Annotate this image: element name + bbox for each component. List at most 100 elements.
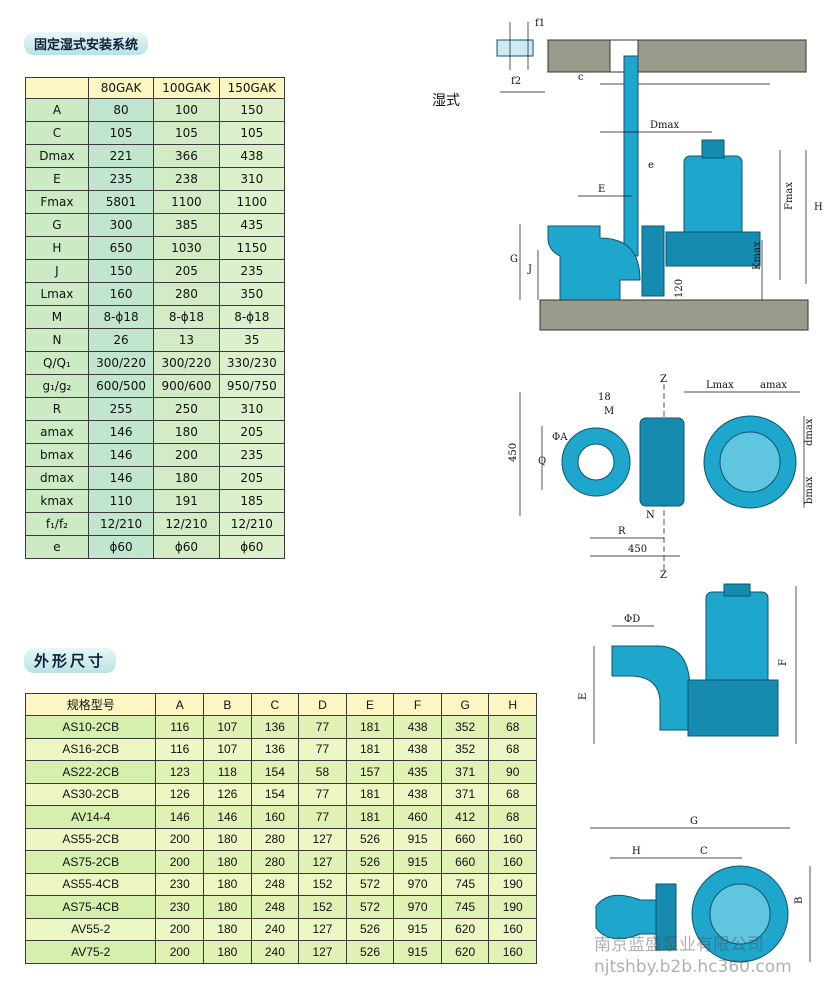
value-cell: 77	[298, 782, 347, 806]
value-cell: 180	[203, 895, 252, 919]
pump-top-drawing: G H C B	[590, 816, 811, 963]
value-cell: 230	[155, 872, 205, 896]
value-cell: 200	[155, 940, 205, 964]
row-parameter-cell: f₁/f₂	[25, 512, 89, 536]
watermark: 南京蓝盛泵业有限公司 njtshby.b2b.hc360.com	[594, 934, 792, 978]
label-z-bottom: Z	[660, 570, 667, 581]
value-cell: 77	[298, 737, 347, 761]
pump-top-flange-shape	[655, 883, 677, 951]
value-cell: 150	[218, 98, 286, 122]
model-name-cell: AS10-2CB	[24, 715, 157, 739]
row-parameter-cell: kmax	[25, 489, 89, 513]
value-cell: 107	[203, 737, 252, 761]
value-cell: 900/600	[153, 374, 220, 398]
row-parameter-cell: dmax	[25, 466, 89, 490]
value-cell: 1100	[153, 190, 220, 214]
row-parameter-cell: A	[25, 98, 89, 122]
wet-type-label: 湿式	[432, 93, 460, 109]
model-name-cell: AV75-2	[24, 940, 157, 964]
pump-top-inner-shape	[719, 431, 781, 493]
table-header-cell: H	[488, 693, 537, 716]
value-cell: 235	[87, 167, 155, 191]
inlet-bore-shape	[577, 443, 615, 481]
value-cell: 68	[488, 805, 537, 829]
label-18: 18	[598, 392, 611, 403]
value-cell: 310	[218, 167, 286, 191]
label-F: F	[778, 659, 789, 666]
label-N: N	[646, 510, 655, 521]
value-cell: 526	[345, 940, 395, 964]
row-parameter-cell: E	[25, 167, 89, 191]
table-header-cell: A	[155, 693, 205, 716]
value-cell: 127	[298, 917, 347, 941]
table-header-cell: F	[393, 693, 442, 716]
value-cell: 180	[203, 940, 252, 964]
side-view-drawing: f1 f2 c Dmax e E Fmax H G J Kmax 120	[496, 18, 823, 331]
value-cell: 146	[87, 443, 155, 467]
value-cell: 68	[488, 782, 537, 806]
pump-front-drawing: ΦD E F	[578, 583, 797, 744]
section-title-outline-dimensions: 外形尺寸	[24, 648, 117, 673]
label-R: R	[618, 526, 626, 537]
model-name-cell: AS75-2CB	[24, 850, 157, 874]
label-450-vertical: 450	[508, 443, 519, 462]
label-H: H	[814, 202, 823, 213]
value-cell: 460	[393, 805, 442, 829]
label-kmax: Kmax	[752, 241, 763, 270]
value-cell: 412	[440, 805, 490, 829]
label-E-front: E	[578, 693, 589, 700]
value-cell: 160	[488, 917, 537, 941]
value-cell: 110	[87, 489, 155, 513]
value-cell: 620	[440, 917, 490, 941]
value-cell: 160	[250, 805, 300, 829]
value-cell: 221	[87, 144, 155, 168]
value-cell: 435	[218, 213, 286, 237]
model-name-cell: AS75-4CB	[24, 895, 157, 919]
value-cell: 250	[153, 397, 220, 421]
value-cell: 185	[218, 489, 286, 513]
label-C-bottom: C	[700, 846, 708, 857]
pump-base-shape	[665, 231, 761, 267]
value-cell: 300	[87, 213, 155, 237]
pump-front-volute-shape	[687, 679, 779, 737]
value-cell: 300/220	[153, 351, 220, 375]
value-cell: 280	[153, 282, 220, 306]
value-cell: 1100	[218, 190, 286, 214]
value-cell: 191	[153, 489, 220, 513]
table-header-cell: E	[345, 693, 395, 716]
ceiling-slab-shape	[547, 39, 807, 73]
value-cell: 300/220	[87, 351, 155, 375]
value-cell: 970	[393, 895, 442, 919]
value-cell: 5801	[87, 190, 155, 214]
model-name-cell: AV14-4	[24, 805, 157, 829]
value-cell: 105	[218, 121, 286, 145]
value-cell: 572	[345, 895, 395, 919]
value-cell: ϕ60	[87, 535, 155, 559]
value-cell: 915	[393, 850, 442, 874]
value-cell: 13	[153, 328, 220, 352]
model-name-cell: AS16-2CB	[24, 737, 157, 761]
label-dmax-top: dmax	[804, 418, 815, 446]
value-cell: 235	[218, 259, 286, 283]
label-Q: Q	[538, 456, 546, 467]
guide-bracket-shape	[496, 39, 534, 57]
value-cell: 12/210	[218, 512, 286, 536]
pump-top-motor-inner-shape	[709, 883, 771, 945]
value-cell: 352	[440, 737, 490, 761]
value-cell: 950/750	[218, 374, 286, 398]
value-cell: 438	[393, 782, 442, 806]
value-cell: 200	[155, 850, 205, 874]
value-cell: 146	[155, 805, 205, 829]
